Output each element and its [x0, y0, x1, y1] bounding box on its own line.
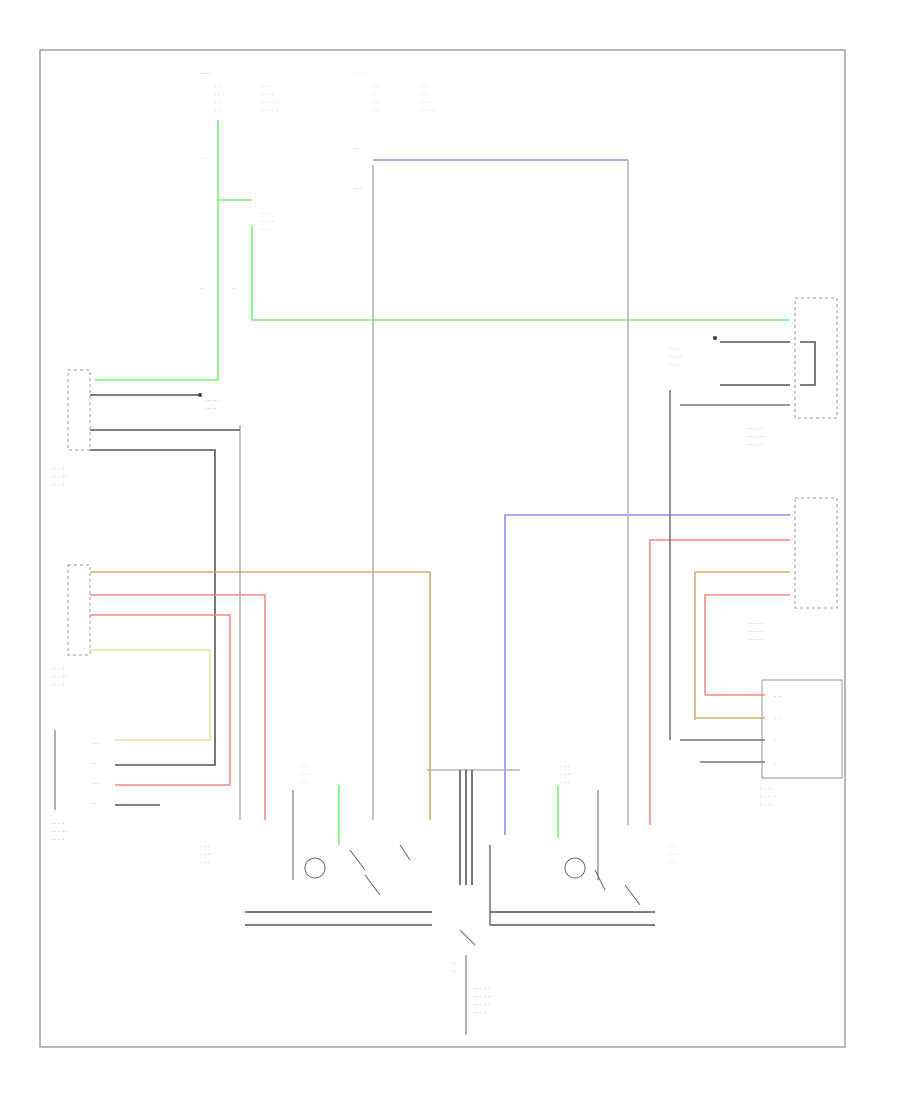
svg-text:· · · ·: · · · ·	[560, 780, 569, 785]
cmp-engine-room-jb-right: · · · · · · · · · · · · · · · · · · · · …	[355, 72, 434, 191]
wire-blue	[373, 159, 790, 835]
svg-text:· · · · · ·: · · · · · ·	[748, 426, 762, 431]
svg-text:· · · · · · ·: · · · · · · ·	[760, 794, 777, 799]
cmp-right-window-switch: · · · · · · · · · · · · · · · · · · · · …	[680, 679, 843, 807]
svg-text:· · · · ·: · · · · ·	[420, 100, 431, 105]
svg-text:· · · ·: · · · ·	[670, 362, 679, 367]
cmp-left-door-connector: · · · · · · · · · · · · · · · · · · ·	[50, 564, 431, 820]
svg-text:· · · · · · ·: · · · · · · ·	[748, 434, 765, 439]
svg-text:· · · · ·: · · · · ·	[262, 92, 273, 97]
svg-text:· ·: · ·	[355, 146, 359, 151]
svg-text:· · · · ·: · · · · ·	[670, 354, 681, 359]
svg-text:· · · ·: · · · ·	[670, 346, 679, 351]
svg-text:· · · · · ·: · · · · · ·	[50, 682, 64, 687]
svg-text:· · · · · · ·: · · · · · · ·	[50, 674, 67, 679]
splice-label: · · · ·	[262, 211, 271, 216]
svg-text:· · · · · ·: · · · · · ·	[50, 482, 64, 487]
svg-text:· ·: · ·	[203, 156, 207, 161]
svg-text:· · · · ·: · · · · ·	[300, 772, 311, 777]
svg-text:· · · · · ·: · · · · · ·	[748, 637, 762, 642]
svg-text:· · ·: · · ·	[355, 186, 361, 191]
svg-text:· · · · · ·: · · · · · ·	[50, 821, 64, 826]
svg-text:· · · · · ·: · · · · · ·	[760, 786, 774, 791]
cmp-passenger-door-lock-switch: · · · · · · · · · · · · · · · · · · · · …	[450, 770, 492, 1035]
svg-text:· · ·: · · ·	[775, 694, 781, 699]
svg-text:· · · ·: · · · ·	[668, 860, 677, 865]
svg-text:· · · ·: · · · ·	[262, 84, 271, 89]
svg-text:· · ·: · · ·	[372, 108, 378, 113]
svg-text:· · ·: · · ·	[92, 741, 98, 746]
svg-text:· · · · · ·: · · · · · ·	[50, 666, 64, 671]
svg-text:· · · ·: · · · ·	[668, 844, 677, 849]
splice-label: · · · · ·	[262, 219, 273, 224]
svg-text:· · · ·: · · · ·	[420, 92, 429, 97]
svg-text:· · · · · ·: · · · · · ·	[50, 837, 64, 842]
cmp-main-switch-left: · · · · · · · · · · · · · · · · · · · · …	[50, 730, 160, 842]
svg-text:· · · ·: · · · ·	[560, 764, 569, 769]
cmp-left-mirror-connector: · · · · · · · · · · · · · · · · · · · · …	[50, 369, 240, 766]
svg-text:· · · ·: · · · ·	[300, 780, 309, 785]
svg-text:· · · · · · ·: · · · · · · ·	[748, 629, 765, 634]
svg-text:· · ·: · · ·	[215, 100, 221, 105]
svg-text:· · · · ·: · · · · ·	[205, 406, 216, 411]
svg-text:· · · · · ·: · · · · · ·	[475, 986, 489, 991]
svg-text:·: ·	[775, 761, 776, 766]
svg-text:· · · · ·: · · · · ·	[560, 772, 571, 777]
svg-text:· · ·: · · ·	[372, 100, 378, 105]
wire-light-gray	[239, 160, 629, 825]
svg-text:· · · ·: · · · ·	[215, 92, 224, 97]
cmp-right-mirror-connector: · · · · · · · · · · · · · · · · · · · · …	[670, 297, 838, 447]
svg-text:· · · · · ·: · · · · · ·	[205, 398, 219, 403]
svg-text:· · · ·: · · · ·	[355, 72, 365, 77]
svg-text:· · · · · ·: · · · · · ·	[262, 100, 276, 105]
svg-text:· · · ·: · · · ·	[300, 764, 309, 769]
wire-green	[95, 120, 790, 845]
svg-text:· · ·: · · ·	[450, 969, 456, 974]
svg-text:· · · · · · ·: · · · · · · ·	[50, 474, 67, 479]
svg-text:· · · · ·: · · · · ·	[475, 1010, 486, 1015]
svg-text:· · ·: · · ·	[215, 108, 221, 113]
svg-text:· · · · · ·: · · · · · ·	[760, 802, 774, 807]
splice-label: · ·	[232, 286, 236, 291]
svg-text:· · ·: · · ·	[775, 716, 781, 721]
svg-text:· ·: · ·	[372, 92, 376, 97]
svg-text:· · · · · · ·: · · · · · · ·	[262, 108, 279, 113]
svg-text:· · · ·: · · · ·	[200, 860, 209, 865]
cmp-right-power-window-motor: · · · · · · · · · · · · · · · · · · · · …	[489, 764, 679, 926]
svg-text:· · · · · ·: · · · · · ·	[748, 621, 762, 626]
svg-text:· · · · · · ·: · · · · · · ·	[475, 994, 492, 999]
svg-text:· · ·: · · ·	[450, 961, 456, 966]
svg-text:· · · · ·: · · · · ·	[200, 852, 211, 857]
svg-text:· · · · · ·: · · · · · ·	[50, 466, 64, 471]
svg-text:· · ·: · · ·	[92, 781, 98, 786]
svg-text:· · · · ·: · · · · ·	[668, 852, 679, 857]
diagram-frame	[39, 49, 846, 1048]
svg-text:·: ·	[775, 738, 776, 743]
svg-text:· · · · · ·: · · · · · ·	[475, 1002, 489, 1007]
splice-label: · · · ·	[262, 227, 271, 232]
svg-text:· · · ·: · · · ·	[420, 84, 429, 89]
cmp-right-door-connector: · · · · · · · · · · · · · · · · · · ·	[649, 390, 838, 825]
svg-text:· ·: · ·	[92, 801, 96, 806]
splice-label: · ·	[200, 286, 204, 291]
cmp-left-power-window-motor: · · · · · · · · · · · · · · · · · · · · …	[200, 764, 432, 926]
svg-text:· · · ·: · · · ·	[200, 844, 209, 849]
svg-text:· ·: · ·	[92, 761, 96, 766]
cmp-engine-room-jb-left: · · · · · · · · · · · · · · · · · · · · …	[200, 72, 279, 161]
svg-text:· · ·: · · ·	[372, 84, 378, 89]
svg-text:· · · · · ·: · · · · · ·	[420, 108, 434, 113]
svg-text:· · ·: · · ·	[215, 84, 221, 89]
svg-text:· · · · · ·: · · · · · ·	[748, 442, 762, 447]
svg-text:· · · ·: · · · ·	[200, 72, 210, 77]
svg-text:· · · · · · ·: · · · · · · ·	[50, 829, 67, 834]
